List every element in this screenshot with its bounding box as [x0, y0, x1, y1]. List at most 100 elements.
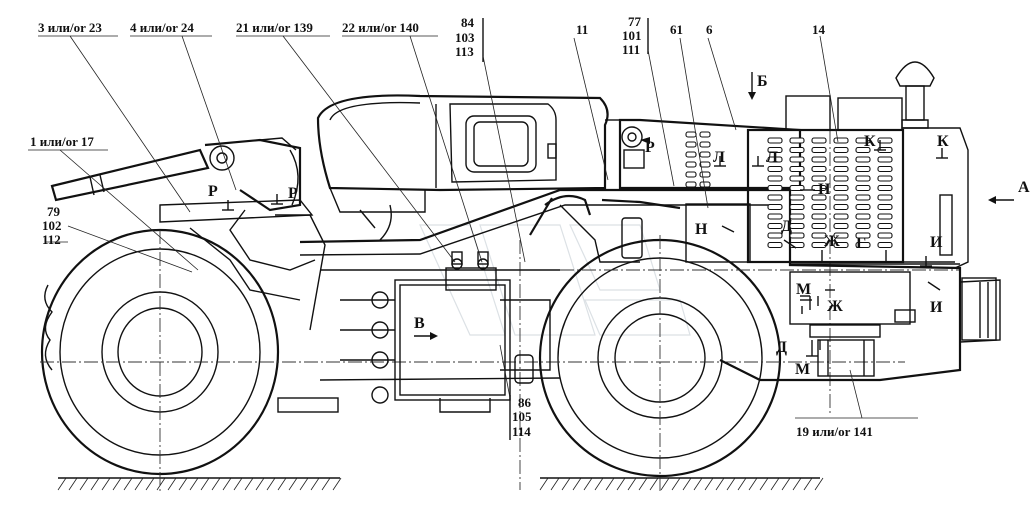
ground-hatch-stroke [759, 477, 769, 491]
grill-slot [833, 213, 849, 220]
grill-slot [833, 194, 849, 201]
grill-slot [877, 222, 893, 230]
grill-slot [767, 165, 783, 173]
grill-slot [811, 175, 827, 182]
grill-slot [855, 194, 871, 201]
stack-79-line-2: 102 [42, 218, 62, 233]
grill-slot [811, 194, 827, 201]
grill-slot [685, 131, 697, 138]
view-mark-k-1: К [864, 133, 876, 150]
grill-slot [855, 241, 871, 249]
ground-hatch-stroke [123, 477, 133, 491]
grill-slot [877, 213, 893, 220]
grill-slot [789, 232, 805, 239]
stack-84-line-2: 103 [455, 30, 475, 45]
ground-hatch-stroke [737, 477, 747, 491]
callout-21-139: 21 или/or 139 [236, 20, 313, 35]
ground-hatch-stroke [189, 477, 199, 491]
grill-slot [877, 184, 893, 192]
ground-hatch-stroke [792, 477, 802, 491]
stack-77-line-3: 111 [622, 42, 640, 57]
grill-slot [877, 194, 893, 201]
view-mark-i-1: И [930, 234, 943, 251]
callout-19-141: 19 или/or 141 [796, 424, 873, 439]
grill-slot [855, 184, 871, 192]
grill-slot [833, 184, 849, 192]
grill-slot [811, 137, 827, 144]
stack-77-line-1: 77 [628, 14, 642, 29]
ground-hatch-stroke [671, 477, 681, 491]
ground-hatch-stroke [57, 477, 67, 491]
ground-hatch-stroke [101, 477, 111, 491]
view-mark-g: Г [856, 235, 866, 252]
ground-hatch-stroke [244, 477, 254, 491]
view-mark-m-2: М [795, 361, 810, 378]
grill-slot [699, 151, 711, 158]
callout-6: 6 [706, 22, 713, 37]
callout-labels: 3 или/or 23 4 или/or 24 21 или/or 139 22… [30, 14, 873, 439]
ground-hatch-stroke [277, 477, 287, 491]
grill-slot [855, 213, 871, 220]
ground-hatch-stroke [145, 477, 155, 491]
grill-slot [767, 213, 783, 220]
ground-hatch-stroke [233, 477, 243, 491]
view-mark-m-1: М [796, 281, 811, 298]
grill-slot [789, 222, 805, 230]
stack-rules [482, 18, 649, 440]
grill-slot [833, 156, 849, 163]
ground-hatch-stroke [167, 477, 177, 491]
ground-hatch-stroke [550, 477, 560, 491]
callout-22-140: 22 или/or 140 [342, 20, 419, 35]
grill-slot [811, 213, 827, 220]
ground-hatch-stroke [682, 477, 692, 491]
ground-hatch-stroke [638, 477, 648, 491]
grill-slot [811, 241, 827, 249]
leader-lines [28, 35, 918, 419]
grill-slot [767, 222, 783, 230]
view-mark-p-3: Р [645, 139, 655, 156]
stack-86-line-1: 86 [518, 395, 532, 410]
ground-hatch-stroke [561, 477, 571, 491]
ground-hatch-stroke [332, 477, 342, 491]
grill-slot [811, 165, 827, 173]
view-arrows [222, 72, 1014, 357]
ground-hatch-stroke [715, 477, 725, 491]
grill-slot [685, 161, 697, 168]
view-mark-p-2: Р [288, 185, 298, 202]
grill-slot [855, 203, 871, 211]
grill-slot [833, 232, 849, 239]
view-mark-i-2: И [930, 299, 943, 316]
grill-slot [767, 175, 783, 182]
ground-hatch-stroke [200, 477, 210, 491]
ground-hatch-stroke [748, 477, 758, 491]
ground-hatch-stroke [594, 477, 604, 491]
grill-slot [767, 156, 783, 163]
ground-hatch-stroke [211, 477, 221, 491]
grill-slot [767, 203, 783, 211]
grill-slot [855, 232, 871, 239]
grill-slot [789, 137, 805, 144]
grill-slot [855, 137, 871, 144]
ground-hatch-stroke [649, 477, 659, 491]
grill-slot [855, 222, 871, 230]
view-mark-a: А [1018, 179, 1030, 196]
chassis-frame [277, 188, 962, 413]
view-mark-zh-1: Ж [824, 233, 840, 250]
ground-hatch-stroke [693, 477, 703, 491]
callout-1-17: 1 или/or 17 [30, 134, 94, 149]
loader-boom [50, 137, 326, 331]
grill-slot [789, 213, 805, 220]
grill-slot [877, 137, 893, 144]
view-mark-d-1: Д [781, 218, 792, 235]
ground-hatch-stroke [814, 477, 824, 491]
grill-slot [833, 175, 849, 182]
ground-hatch-stroke [310, 477, 320, 491]
grill-slot [699, 161, 711, 168]
ground-hatch-stroke [134, 477, 144, 491]
ground-hatch-stroke [90, 477, 100, 491]
grill-slot [767, 232, 783, 239]
grill-slot [767, 137, 783, 144]
view-mark-k-2: К [937, 133, 949, 150]
grill-slot [833, 165, 849, 173]
ground-hatch-stroke [112, 477, 122, 491]
